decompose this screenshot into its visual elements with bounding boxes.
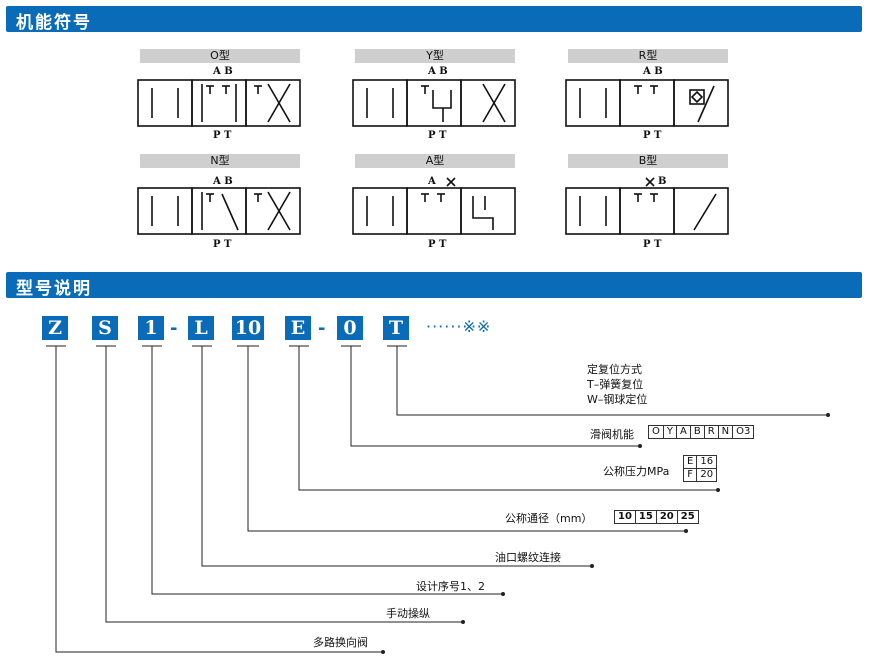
valve-symbol-y [352,79,516,127]
code-tail-marks: ······※※ [426,317,492,336]
desc-design-number: 设计序号1、2 [416,580,485,593]
desc-reset-title: 定复位方式 [587,363,642,376]
spool-option: O3 [732,425,755,439]
symbol-b-top-port: B [658,176,667,187]
symbol-label-y: Y型 [355,49,515,63]
code-char-e: E [285,316,311,340]
code-dash-1: - [170,318,178,339]
spool-option: A [675,425,691,439]
symbol-y-top-ports: A B [428,66,448,77]
code-char-z: Z [42,316,68,340]
symbol-label-r: R型 [568,49,728,63]
bore-option: 25 [676,510,699,524]
symbol-a-top-port: A [428,176,436,187]
symbol-n-top-ports: A B [213,176,233,187]
spool-option: O [648,425,664,439]
symbols-section-title: 机能符号 [16,13,92,33]
symbol-b-bottom-ports: P T [643,239,662,250]
code-char-s: S [92,316,118,340]
desc-spool: 滑阀机能 [590,428,634,441]
desc-valve-type: 多路换向阀 [313,636,368,649]
bore-option: 20 [655,510,678,524]
symbol-a-bottom-ports: P T [428,239,447,250]
pressure-code: F [682,468,698,482]
bore-option: 15 [634,510,657,524]
spool-option: Y [662,425,677,439]
symbols-section-header: 机能符号 [6,6,862,33]
desc-port-thread: 油口螺纹连接 [495,551,561,564]
symbol-label-a: A型 [355,154,515,168]
bore-options-table: 10 15 20 25 [614,510,699,524]
code-char-l: L [188,316,214,340]
code-char-1: 1 [138,316,164,340]
model-section-title: 型号说明 [16,279,92,299]
symbol-label-n: N型 [140,154,300,168]
pressure-options-table: E 16 F 20 [682,455,718,482]
symbol-o-top-ports: A B [213,66,233,77]
spool-option: N [717,425,734,439]
symbol-r-top-ports: A B [643,66,663,77]
valve-symbol-b [565,177,729,235]
pressure-value: 16 [696,455,718,469]
model-section-header: 型号说明 [6,272,862,299]
pressure-code: E [682,455,698,469]
pressure-value: 20 [696,468,718,482]
symbol-r-bottom-ports: P T [643,130,662,141]
valve-symbol-a [352,177,516,235]
desc-pressure: 公称压力MPa [603,465,670,478]
desc-manual: 手动操纵 [386,607,430,620]
spool-option: B [689,425,705,439]
desc-bore: 公称通径（mm） [505,512,593,525]
valve-symbol-r [565,79,729,127]
symbol-label-o: O型 [140,49,300,63]
symbol-o-bottom-ports: P T [213,130,232,141]
desc-reset-ball: W–钢球定位 [587,393,648,406]
code-dash-2: - [318,318,326,339]
valve-symbol-n [137,187,301,235]
bore-option: 10 [614,510,636,524]
valve-symbol-o [137,79,301,127]
code-char-t: T [383,316,409,340]
code-char-0: 0 [337,316,363,340]
desc-reset-spring: T–弹簧复位 [587,378,644,391]
spool-option: R [703,425,719,439]
spool-options-table: O Y A B R N O3 [648,425,755,439]
symbol-n-bottom-ports: P T [213,239,232,250]
symbol-y-bottom-ports: P T [428,130,447,141]
code-char-10: 10 [232,316,264,340]
symbol-label-b: B型 [568,154,728,168]
